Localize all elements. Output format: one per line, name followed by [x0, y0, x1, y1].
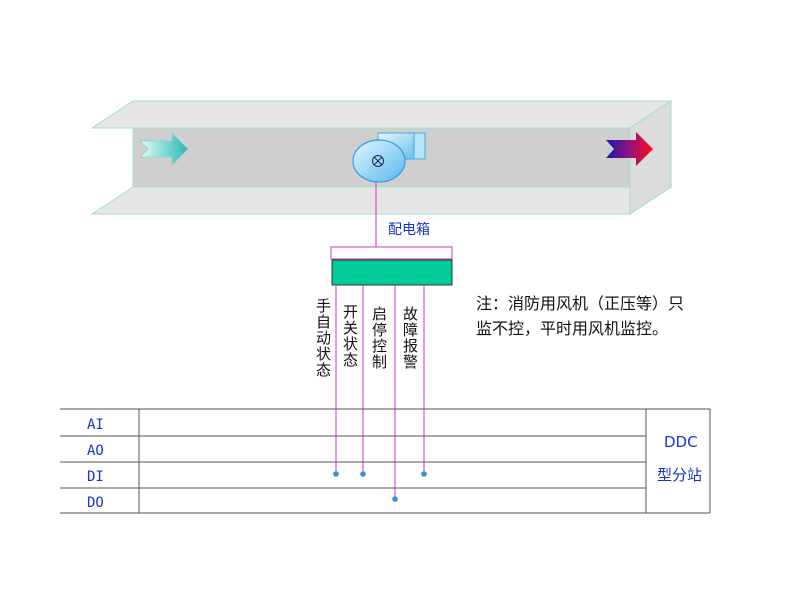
di-dot-fault-alarm: [421, 471, 427, 477]
row-label-ao: AO: [87, 443, 104, 459]
row-label-di: DI: [87, 469, 104, 485]
inlet-arrow-icon: [139, 132, 189, 166]
do-dot-start-stop: [392, 496, 398, 502]
ddc-station-label-2: 型分站: [657, 466, 702, 484]
signal-label-manual-auto: 手自动状态: [314, 298, 332, 378]
fan-icon: [352, 132, 426, 183]
note-line-1: 注：消防用风机（正压等）只: [476, 294, 684, 313]
connection-dots: [333, 471, 427, 502]
note-line-2: 监不控，平时用风机监控。: [476, 319, 668, 338]
distribution-box: [330, 246, 453, 286]
row-label-do: DO: [87, 495, 104, 511]
di-dot-manual-auto: [333, 471, 339, 477]
di-dot-switch-state: [360, 471, 366, 477]
signal-label-fault-alarm: 故障报警: [401, 306, 419, 370]
signal-wires: [335, 285, 425, 499]
panel-label: 配电箱: [388, 222, 430, 238]
outlet-arrow-icon: [606, 132, 653, 166]
signal-label-switch-state: 开关状态: [341, 304, 359, 368]
signal-label-start-stop: 启停控制: [370, 306, 388, 370]
ddc-io-table: [60, 408, 711, 514]
ddc-station-label-1: DDC: [664, 433, 698, 451]
row-label-ai: AI: [87, 417, 104, 433]
